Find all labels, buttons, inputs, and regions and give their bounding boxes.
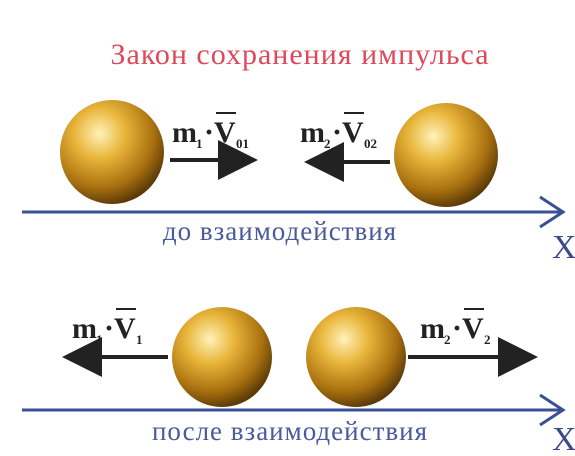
svg-text:2: 2 <box>444 332 451 347</box>
svg-text:m: m <box>420 312 445 345</box>
svg-text:·: · <box>204 116 214 149</box>
svg-text:01: 01 <box>236 136 249 151</box>
svg-text:·: · <box>104 312 114 345</box>
x-axis-after-arrowhead <box>539 393 566 427</box>
momentum-label-2-before: m 2 · V 02 <box>300 112 377 151</box>
ball-2-after <box>306 307 406 407</box>
svg-text:2: 2 <box>324 136 331 151</box>
after-interaction-section: X m 1 · V 1 m 2 · V 2 после взаимодейств… <box>22 307 575 456</box>
svg-text:1: 1 <box>96 332 103 347</box>
svg-text:V: V <box>462 312 484 345</box>
svg-text:02: 02 <box>364 136 377 151</box>
svg-text:m: m <box>72 312 97 345</box>
ball-1-after <box>172 307 272 407</box>
x-axis-label-after: X <box>552 421 575 456</box>
caption-before: до взаимодействия <box>163 216 397 246</box>
momentum-label-1-after: m 1 · V 1 <box>72 308 143 347</box>
svg-text:V: V <box>214 116 236 149</box>
svg-text:2: 2 <box>484 332 491 347</box>
svg-text:·: · <box>452 312 462 345</box>
svg-text:·: · <box>332 116 342 149</box>
svg-text:1: 1 <box>136 332 143 347</box>
ball-2-before <box>394 103 498 207</box>
ball-1-before <box>60 100 164 204</box>
momentum-label-1-before: m 1 · V 01 <box>172 112 249 151</box>
x-axis-label-before: X <box>552 229 575 266</box>
momentum-label-2-after: m 2 · V 2 <box>420 308 491 347</box>
diagram-title: Закон сохранения импульса <box>110 38 489 71</box>
svg-text:V: V <box>114 312 136 345</box>
svg-text:m: m <box>300 116 325 149</box>
svg-text:V: V <box>342 116 364 149</box>
x-axis-before-arrowhead <box>539 195 566 229</box>
before-interaction-section: X m 1 · V 01 m 2 · V 02 до взаимодействи… <box>22 100 575 266</box>
svg-text:m: m <box>172 116 197 149</box>
svg-text:1: 1 <box>196 136 203 151</box>
caption-after: после взаимодействия <box>152 416 428 446</box>
